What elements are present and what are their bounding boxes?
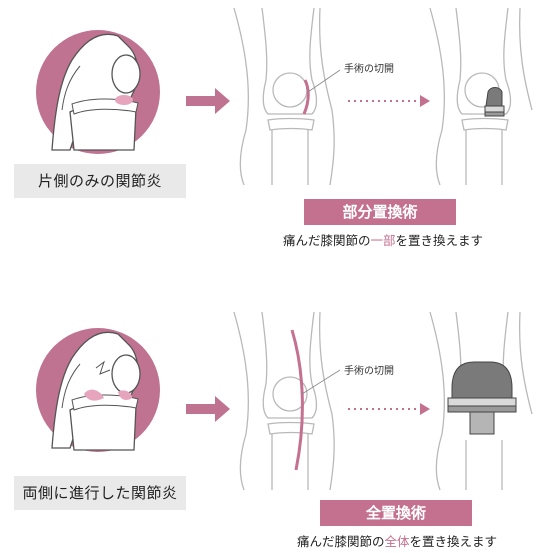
- desc-highlight: 一部: [370, 233, 396, 248]
- case-label-one-side: 片側のみの関節炎: [14, 164, 186, 198]
- leg-with-incision-total: [233, 311, 335, 491]
- desc-highlight-2: 全体: [384, 534, 410, 549]
- total-implant: [447, 361, 517, 435]
- desc-after-2: を置き換えます: [409, 534, 498, 549]
- arrow-right-dotted-2: [420, 403, 430, 415]
- knee-closeup-both-sides: [36, 328, 160, 452]
- arrow-right-solid-2: [186, 396, 230, 422]
- incision-callout-2: 手術の切開: [344, 366, 394, 377]
- partial-replacement-panel: 片側のみの関節炎 手術の切開 部分置換術 痛んだ膝関節の一部を置き換えます: [0, 0, 540, 270]
- desc-before: 痛んだ膝関節の: [282, 233, 371, 248]
- callout-leader: [307, 69, 341, 93]
- arrow-right-solid: [186, 88, 230, 114]
- partial-illustration: [36, 7, 533, 186]
- leg-with-incision-partial: [233, 7, 335, 186]
- incision-callout: 手術の切開: [344, 64, 394, 75]
- partial-implant: [484, 87, 505, 117]
- leg-with-partial-implant: [429, 7, 533, 186]
- arrow-right-dotted: [420, 95, 430, 107]
- procedure-description-partial: 痛んだ膝関節の一部を置き換えます: [268, 230, 498, 249]
- knee-closeup-one-side: [36, 30, 160, 154]
- case-label-both-sides: 両側に進行した関節炎: [14, 476, 186, 510]
- incision-mark: [302, 79, 310, 115]
- procedure-title-total: 全置換術: [320, 500, 472, 526]
- desc-after: を置き換えます: [395, 233, 484, 248]
- procedure-description-total: 痛んだ膝関節の全体を置き換えます: [282, 531, 512, 550]
- total-replacement-panel: 両側に進行した関節炎 手術の切開 全置換術 痛んだ膝関節の全体を置き換えます: [0, 290, 540, 553]
- total-illustration: [36, 311, 533, 491]
- incision-mark-long: [290, 329, 304, 471]
- callout-leader-2: [301, 369, 341, 395]
- procedure-title-partial: 部分置換術: [304, 199, 456, 225]
- desc-before-2: 痛んだ膝関節の: [296, 534, 385, 549]
